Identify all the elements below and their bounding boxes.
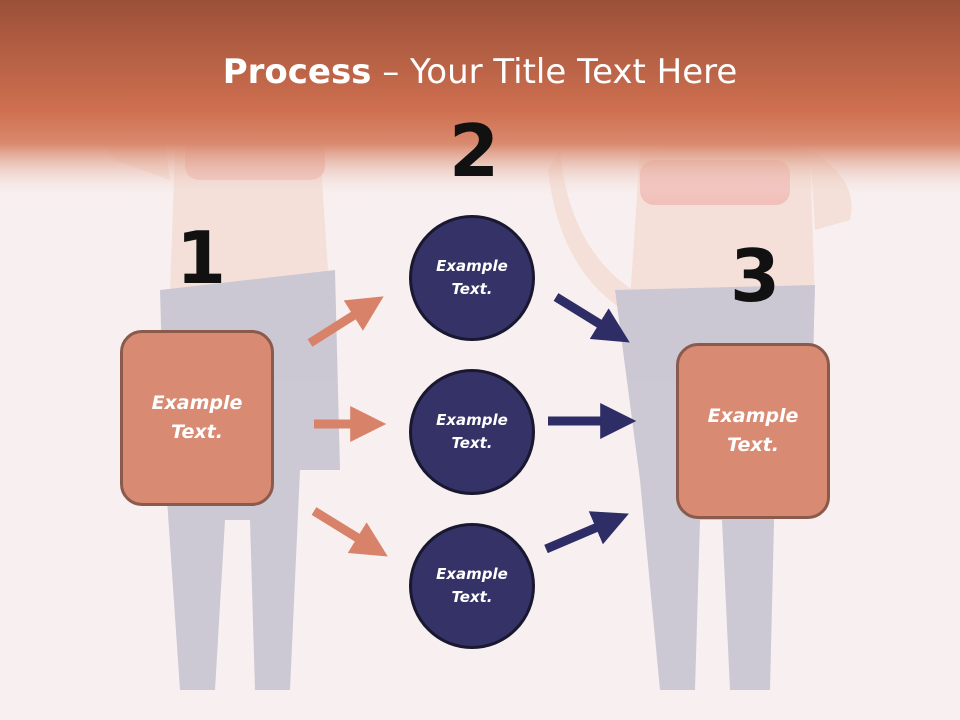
left-box-text: Example Text.: [151, 392, 243, 443]
step-number-2: 2: [449, 109, 500, 193]
arrow-circle-3-to-box: [544, 511, 629, 554]
step-number-3: 3: [730, 234, 781, 318]
process-circle-3: Example Text.: [409, 523, 535, 649]
right-process-box: Example Text.: [676, 343, 830, 519]
arrow-circle-1-to-box: [553, 293, 630, 343]
title-rest: – Your Title Text Here: [371, 52, 738, 92]
arrow-box-to-circle-3: [311, 507, 388, 557]
step-number-1: 1: [176, 216, 227, 300]
slide-title: Process – Your Title Text Here: [0, 52, 960, 92]
circle-1-text: Example Text.: [436, 257, 508, 298]
process-circle-1: Example Text.: [409, 215, 535, 341]
left-process-box: Example Text.: [120, 330, 274, 506]
circle-3-text: Example Text.: [436, 565, 508, 606]
title-bold: Process: [222, 52, 372, 92]
right-box-text: Example Text.: [707, 405, 799, 456]
process-circle-2: Example Text.: [409, 369, 535, 495]
arrow-box-to-circle-1: [307, 296, 384, 347]
circle-2-text: Example Text.: [436, 411, 508, 452]
